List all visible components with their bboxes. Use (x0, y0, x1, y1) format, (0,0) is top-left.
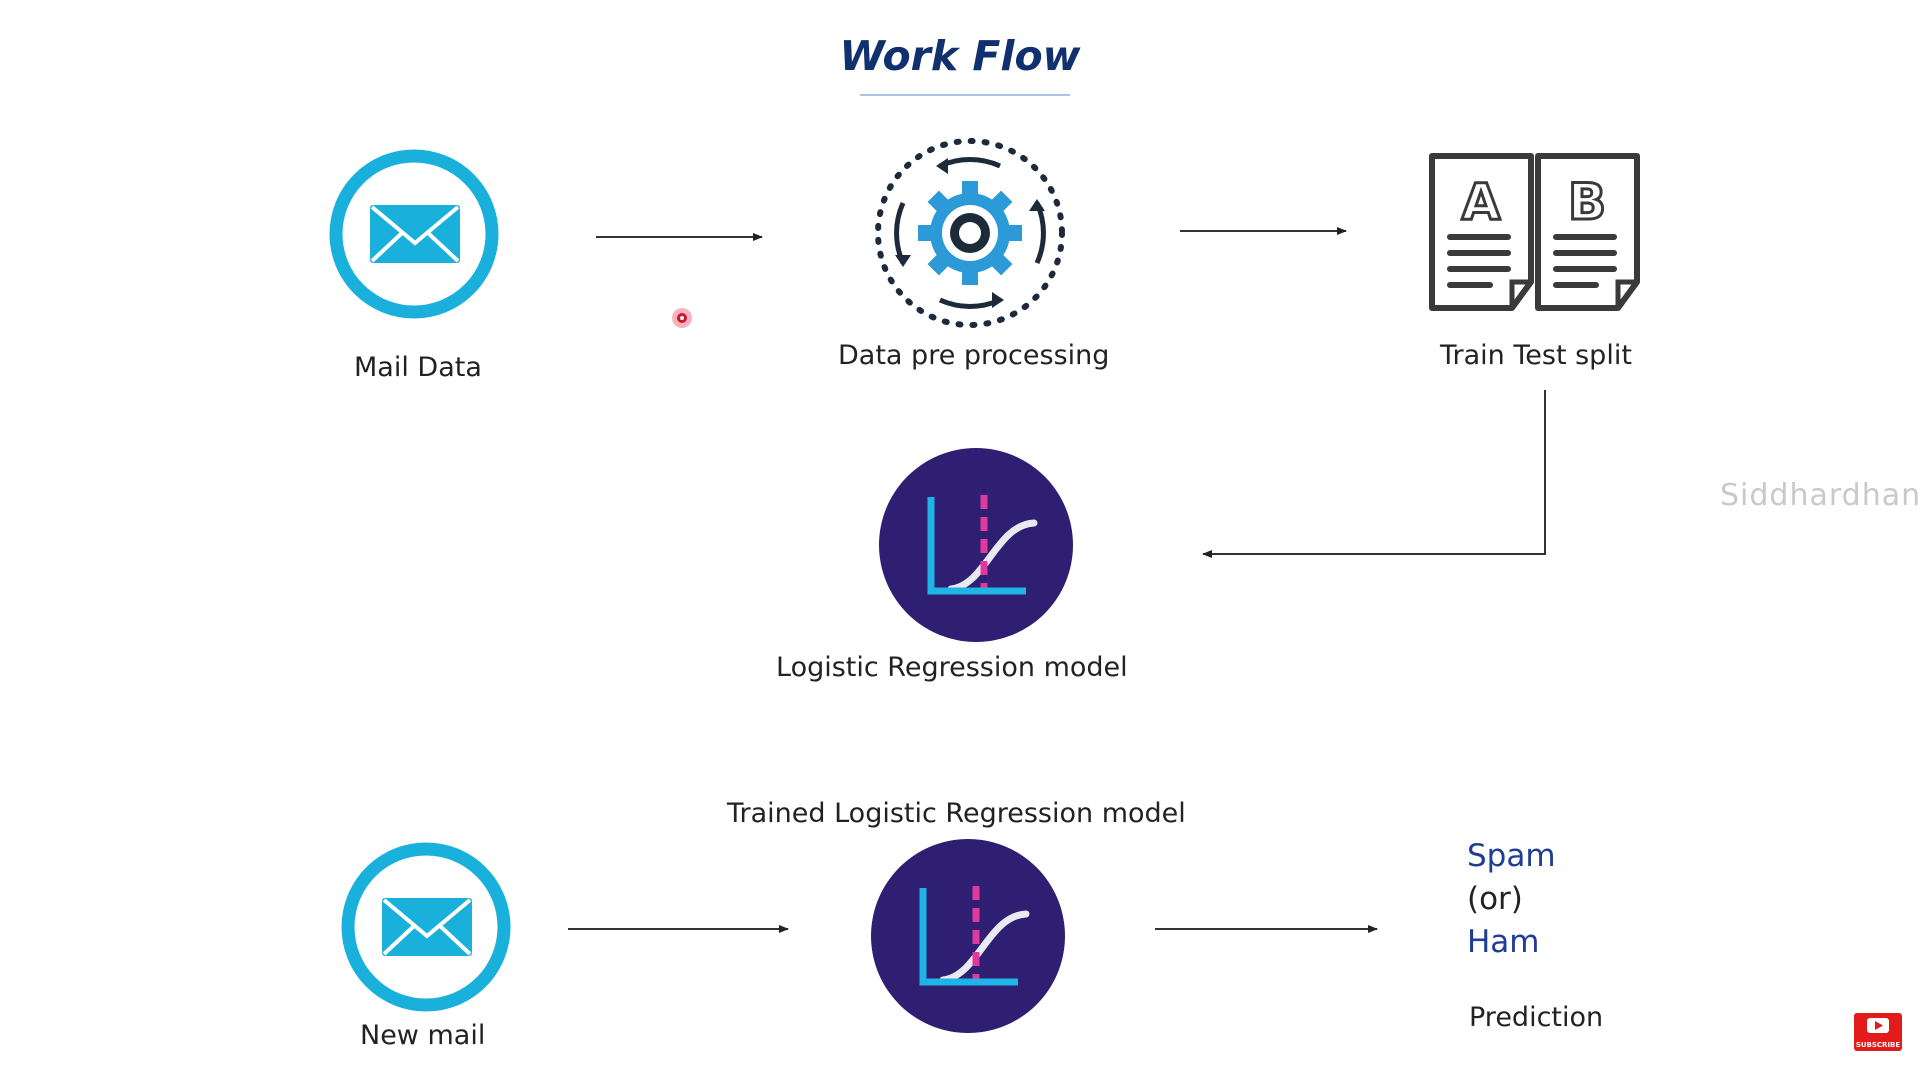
cursor-dot-icon (672, 308, 692, 328)
new-mail-icon (341, 842, 511, 1012)
label-train-test-split: Train Test split (1440, 340, 1632, 371)
logistic-regression-model-icon (879, 448, 1073, 642)
watermark: Siddhardhan (1720, 478, 1920, 513)
title-underline (860, 94, 1070, 96)
arrow-split-to-model (1202, 390, 1546, 558)
prediction-or: (or) (1467, 881, 1523, 917)
subscribe-badge-icon (1854, 1013, 1902, 1051)
data-preprocessing-gear-icon (875, 138, 1065, 328)
mail-data-icon (329, 149, 499, 319)
label-trained-model: Trained Logistic Regression model (727, 798, 1186, 829)
diagram-title: Work Flow (839, 32, 1081, 80)
trained-model-icon (871, 839, 1065, 1033)
split-doc-letter-a: A (1462, 173, 1501, 231)
label-logistic-regression-model: Logistic Regression model (776, 652, 1128, 683)
label-data-preprocessing: Data pre processing (838, 340, 1110, 371)
label-mail-data: Mail Data (354, 352, 482, 383)
prediction-spam: Spam (1467, 838, 1556, 874)
prediction-caption: Prediction (1469, 1002, 1604, 1033)
split-doc-letter-b: B (1568, 173, 1606, 231)
subscribe-badge-label: SUBSCRIBE (1856, 1041, 1901, 1049)
label-new-mail: New mail (360, 1020, 486, 1051)
train-test-split-docs-icon (1429, 153, 1640, 311)
prediction-ham: Ham (1467, 924, 1540, 960)
